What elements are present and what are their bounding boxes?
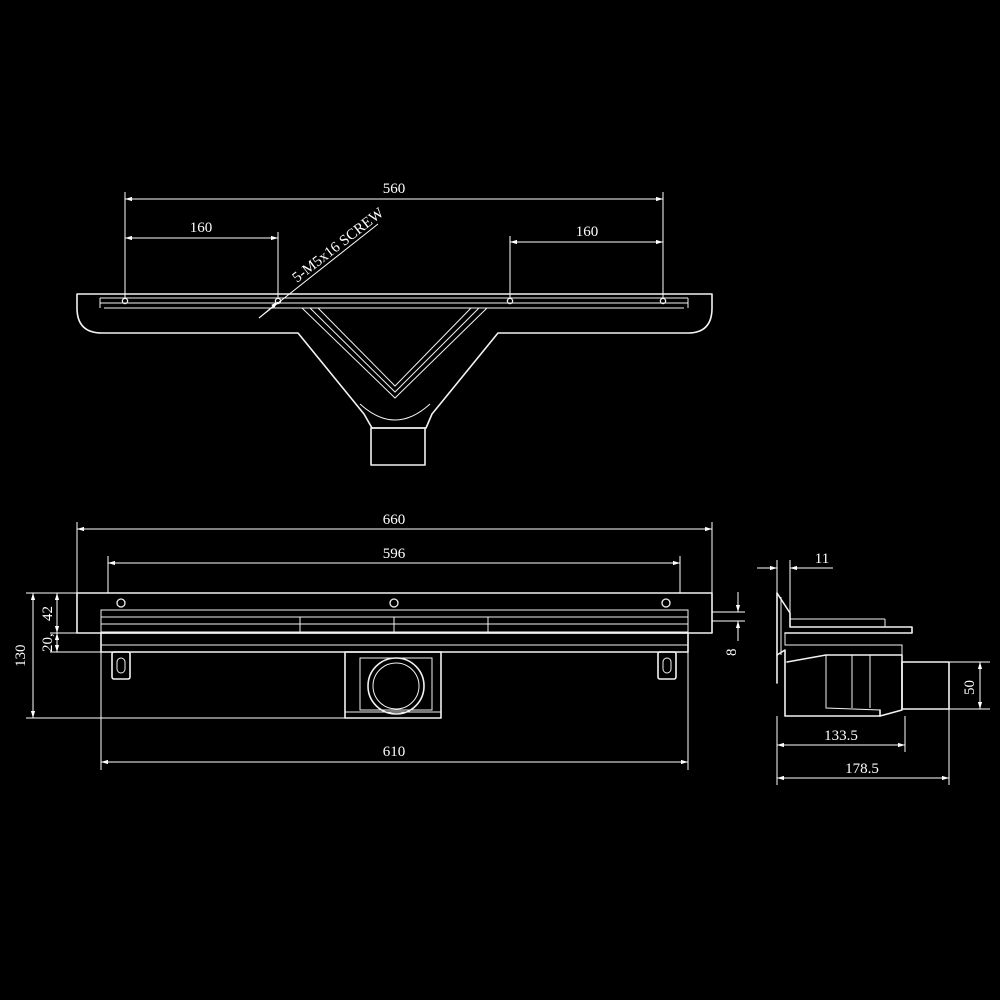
- dim-610: 610: [383, 744, 406, 760]
- dim-133-5: 133.5: [824, 728, 858, 744]
- top-outlet: [370, 427, 426, 466]
- outlet-pipe: [367, 657, 425, 715]
- dim-20: 20,: [40, 633, 56, 652]
- side-view: 11 50 133.5 178.5: [757, 551, 990, 785]
- foot-left: [111, 651, 131, 680]
- dim-160-right: 160: [576, 224, 599, 240]
- foot-right: [657, 651, 677, 680]
- dim-42: 42: [40, 606, 56, 621]
- screw-hole: [659, 297, 667, 305]
- top-view-outline: [76, 293, 713, 429]
- front-outlet: [344, 651, 442, 719]
- dim-596: 596: [383, 546, 406, 562]
- dim-560: 560: [383, 181, 406, 197]
- dim-178-5: 178.5: [845, 761, 879, 777]
- dim-50: 50: [962, 680, 978, 695]
- dim-660: 660: [383, 512, 406, 528]
- dim-11: 11: [815, 551, 829, 567]
- screw-hole: [389, 598, 399, 608]
- screw-note: 5-M5x16 SCREW: [290, 205, 388, 287]
- front-view: 660 596 610 130 42 20, 8: [13, 512, 745, 770]
- screw-hole: [506, 297, 514, 305]
- front-channel: [100, 632, 689, 653]
- dim-130: 130: [13, 645, 29, 668]
- dim-160-left: 160: [190, 220, 213, 236]
- screw-hole: [116, 598, 126, 608]
- top-view: 560 160 160 5-M5x16 SCREW: [76, 181, 713, 466]
- screw-hole: [661, 598, 671, 608]
- screw-hole: [121, 297, 129, 305]
- side-outlet: [901, 661, 950, 710]
- dim-8: 8: [724, 649, 740, 657]
